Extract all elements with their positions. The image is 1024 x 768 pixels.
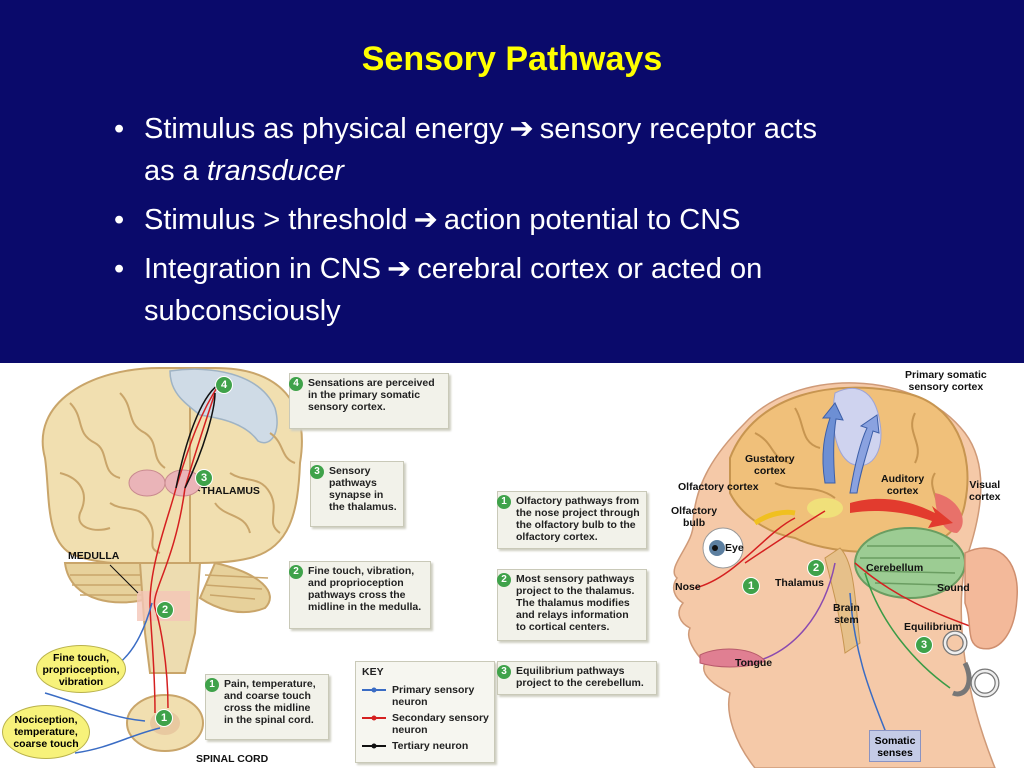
visual-label: Visual cortex [969, 479, 1001, 503]
step-2-box: 2 Fine touch, vibration, and propriocept… [289, 561, 431, 629]
bullet-2-part-a: Stimulus > threshold [144, 204, 408, 236]
equilibrium-step-box: 3 Equilibrium pathways project to the ce… [497, 661, 657, 695]
step-text: Olfactory pathways from the nose project… [516, 495, 640, 543]
slide-title: Sensory Pathways [361, 40, 663, 78]
bullet-1-part-a: Stimulus as physical energy [144, 113, 504, 145]
step-number: 1 [205, 678, 219, 692]
fine-touch-oval: Fine touch, proprioception, vibration [36, 645, 126, 693]
step-number: 3 [497, 665, 511, 679]
special-senses-diagram: 1 2 3 1 Olfactory pathways from the nose… [495, 363, 1024, 768]
step-text: Sensations are perceived in the primary … [308, 377, 435, 413]
olfactory-step-marker: 1 [742, 577, 760, 595]
spinal-cord-label: SPINAL CORD [196, 753, 269, 765]
step-number: 2 [289, 565, 303, 579]
olfactory-bulb-label: Olfactory bulb [671, 505, 718, 529]
step-number: 2 [497, 573, 511, 587]
thalamus-label: THALAMUS [201, 485, 260, 497]
bullet-1-part-c: as a [144, 155, 207, 187]
sound-label: Sound [937, 582, 970, 594]
step-text: Pain, temperature, and coarse touch cros… [224, 678, 316, 726]
step-text: Equilibrium pathways project to the cere… [516, 665, 644, 689]
olfactory-cortex-label: Olfactory cortex [678, 481, 759, 493]
olfactory-step-box: 1 Olfactory pathways from the nose proje… [497, 491, 647, 549]
cerebellum-label: Cerebellum [866, 562, 924, 574]
bullet-2-part-b: action potential to CNS [443, 204, 741, 236]
step-4-box: 4 Sensations are perceived in the primar… [289, 373, 449, 429]
somatic-pathway-diagram: 4 3 2 1 THALAMUS MEDULLA SPINAL CORD Fin… [0, 363, 495, 768]
thalamus-step-box: 2 Most sensory pathways project to the t… [497, 569, 647, 641]
step-text: Fine touch, vibration, and proprioceptio… [308, 565, 422, 613]
step-number: 4 [289, 377, 303, 391]
bullet-1-emphasis: transducer [206, 155, 344, 187]
step-4-marker: 4 [215, 376, 233, 394]
nociception-oval: Nociception, temperature, coarse touch [2, 705, 90, 759]
step-2-marker: 2 [156, 601, 174, 619]
key-item-tertiary: Tertiary neuron [392, 740, 469, 752]
key-line-swatches [362, 687, 386, 749]
step-1-box: 1 Pain, temperature, and coarse touch cr… [205, 674, 329, 740]
brain-stem-label: Brain stem [833, 602, 860, 626]
tongue-label: Tongue [735, 657, 773, 669]
medulla-label: MEDULLA [68, 550, 120, 562]
step-text: Most sensory pathways project to the tha… [516, 573, 635, 633]
step-text: Sensory pathways synapse in the thalamus… [329, 465, 397, 513]
step-3-marker: 3 [195, 469, 213, 487]
equilibrium-label: Equilibrium [904, 621, 962, 633]
nose-label: Nose [675, 581, 701, 593]
bullet-dot: • [114, 204, 125, 236]
gustatory-label: Gustatory cortex [745, 453, 795, 477]
bullet-3-part-c: subconsciously [144, 295, 341, 327]
arrow-right-icon: ➔ [413, 204, 438, 236]
bullet-3-part-b: cerebral cortex or acted on [417, 253, 763, 285]
arrow-right-icon: ➔ [509, 113, 534, 145]
key-title: KEY [362, 666, 384, 678]
auditory-label: Auditory cortex [881, 473, 925, 497]
key-item-primary: Primary sensory neuron [392, 684, 475, 708]
bullet-dot: • [114, 113, 125, 145]
eye-label: Eye [725, 542, 744, 554]
thalamus-step-marker: 2 [807, 559, 825, 577]
slide-header: Sensory Pathways • Stimulus as physical … [0, 0, 1024, 363]
bullet-dot: • [114, 253, 125, 285]
thalamus-right-label: Thalamus [775, 577, 825, 589]
somatic-senses-box: Somatic senses [869, 730, 921, 762]
key-item-secondary: Secondary sensory neuron [392, 712, 489, 736]
bullet-3-part-a: Integration in CNS [144, 253, 381, 285]
primary-somatic-label: Primary somatic sensory cortex [905, 369, 987, 393]
arrow-right-icon: ➔ [386, 253, 412, 285]
step-1-marker: 1 [155, 709, 173, 727]
step-number: 1 [497, 495, 511, 509]
key-legend: KEY Primary sensory neuron Secondary sen… [355, 661, 495, 763]
equilibrium-step-marker: 3 [915, 636, 933, 654]
head-sagittal-illustration [672, 382, 1018, 768]
step-number: 3 [310, 465, 324, 479]
bullet-1-part-b: sensory receptor acts [539, 113, 817, 145]
step-3-box: 3 Sensory pathways synapse in the thalam… [310, 461, 404, 527]
